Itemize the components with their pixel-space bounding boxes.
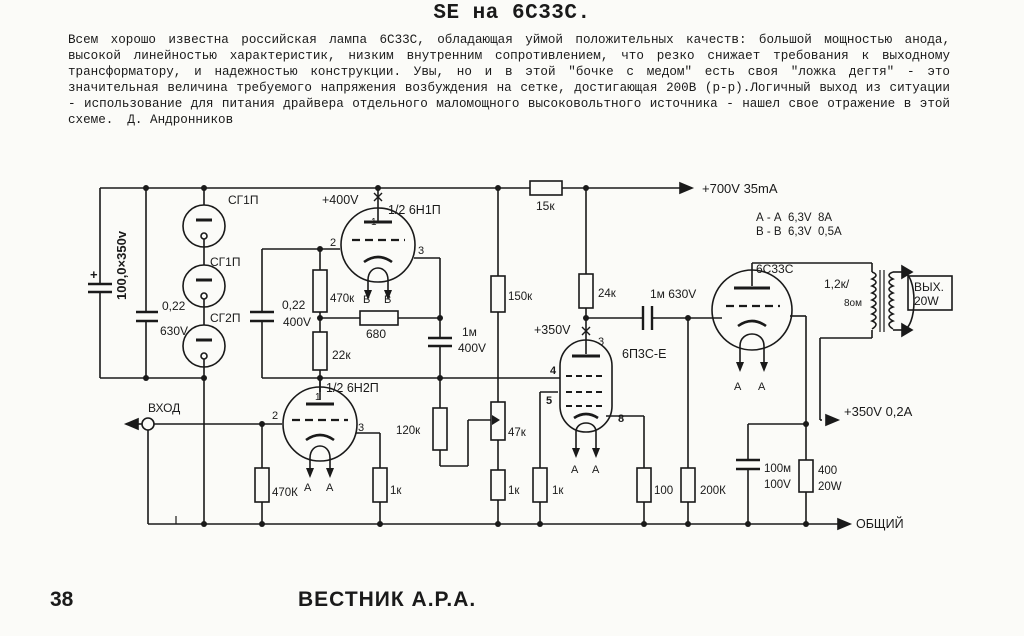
page-number: 38 (50, 588, 74, 611)
v1-label: 1/2 6Н1П (388, 203, 441, 217)
resistor-1k-pot (490, 469, 506, 501)
resistor-400 (798, 459, 814, 493)
heater-a2: А (326, 482, 334, 494)
resistors (254, 180, 814, 503)
resistor-100 (636, 467, 652, 503)
intro-text: Всем хорошо известна российская лампа 6С… (68, 33, 950, 127)
v2-pin-anode: 1 (315, 392, 321, 403)
r-24k-label: 24к (598, 288, 617, 300)
cap-1m-400-val: 1м (462, 325, 477, 339)
v3-pin-anode: 3 (598, 336, 604, 348)
v4-label: 6С33С (756, 262, 794, 276)
heater-b1: В (363, 294, 370, 306)
r-47k-label: 47к (508, 427, 527, 439)
v1-pin-grid: 2 (330, 237, 336, 249)
sg-mid-label: СГ1П (210, 255, 240, 269)
cap-1m-630-label: 1м 630V (650, 287, 696, 301)
rail-700-label: +700V 35mA (702, 181, 778, 196)
tube-v3 (559, 339, 613, 448)
resistor-120k (432, 407, 448, 451)
output-box (907, 275, 953, 311)
article-intro: Всем хорошо известна российская лампа 6С… (68, 32, 950, 128)
junctions (143, 185, 809, 527)
stabiliser-tubes (182, 196, 226, 378)
resistor-15k (529, 180, 563, 196)
sg-bot-label: СГ2П (210, 311, 240, 325)
input-label: ВХОД (148, 401, 180, 415)
r-22k-label: 22к (332, 348, 351, 362)
resistor-1k-v2 (372, 467, 388, 503)
v1-pin-cathode: 3 (418, 245, 424, 257)
resistor-150k (490, 275, 506, 313)
r-400-val: 400 (818, 465, 837, 477)
r-200k-label: 200К (700, 485, 726, 497)
r-1k-v3-label: 1к (552, 485, 564, 497)
r-100-label: 100 (654, 485, 673, 497)
resistor-24k (578, 273, 594, 309)
resistor-470k-bot (254, 467, 270, 503)
transformer-ratio: 1,2к/ (824, 277, 850, 291)
heater-b2: В (384, 294, 391, 306)
rail-350-label: +350V 0,2А (844, 404, 913, 419)
v2-label: 1/2 6Н2П (326, 381, 379, 395)
cap-022-mid-val: 0,22 (282, 298, 306, 312)
cap-supply-label: 100,0×350v (114, 230, 129, 300)
heater-a1: А (304, 482, 312, 494)
output-label-1: ВЫХ. (914, 280, 944, 294)
v3-supply: +350V (534, 323, 571, 337)
cross-marks (373, 192, 591, 336)
cap-100m-val: 100м (764, 463, 791, 475)
v1-pin-anode: 1 (371, 217, 377, 228)
heater-spec-2: В - В 6,3V 0,5А (756, 226, 842, 238)
resistor-1k-v3 (532, 467, 548, 503)
v2-pin-cathode: 3 (358, 422, 364, 434)
transformer-ohms: 8ом (844, 298, 862, 309)
output-transformer (870, 270, 895, 332)
capacitors (88, 282, 760, 471)
v2-pin-grid: 2 (272, 410, 278, 422)
ground-label: ОБЩИЙ (856, 516, 904, 531)
r-1k-v2-label: 1к (390, 485, 402, 497)
magazine-name: ВЕСТНИК А.Р.А. (298, 588, 477, 611)
resistor-200k (680, 467, 696, 503)
tube-v2 (282, 386, 358, 468)
schematic-labels: 100,0×350v + СГ1П СГ1П СГ2П 0,22 630V +4… (90, 181, 944, 531)
r-150k-label: 150к (508, 291, 533, 303)
r-470k-top-label: 470к (330, 293, 355, 305)
v3-pin-g1: 5 (546, 395, 552, 407)
heater-a4: А (592, 464, 600, 476)
r-15k-label: 15к (536, 199, 555, 213)
input-terminal (141, 417, 155, 431)
resistor-680 (359, 310, 399, 326)
r-400-w: 20W (818, 481, 842, 493)
resistor-470k-top (312, 269, 328, 313)
v1-supply: +400V (322, 193, 359, 207)
heater-a6: А (758, 381, 766, 393)
cap-1m-400-v: 400V (458, 341, 486, 355)
v3-label: 6П3С-Е (622, 347, 666, 361)
tube-v4 (711, 269, 793, 362)
heater-spec-1: А - А 6,3V 8А (756, 212, 832, 224)
article-title: SE на 6С33С. (433, 2, 591, 25)
r-120k-label: 120к (396, 425, 421, 437)
heater-a3: А (571, 464, 579, 476)
heater-a5: А (734, 381, 742, 393)
cap-022-left-v: 630V (160, 324, 188, 338)
cap-supply-plus: + (90, 267, 98, 282)
sg-top-label: СГ1П (228, 193, 258, 207)
cap-022-mid-v: 400V (283, 315, 311, 329)
resistor-22k (312, 331, 328, 371)
heater-arrows (306, 290, 768, 478)
cap-022-left-val: 0,22 (162, 299, 186, 313)
article-author: Д. Андронников (127, 113, 234, 127)
v3-pin-cathode: 8 (618, 413, 624, 425)
r-470k-bot-label: 470К (272, 487, 298, 499)
v3-pin-g2: 4 (550, 365, 557, 377)
r-1k-pot-label: 1к (508, 485, 520, 497)
r-680-label: 680 (366, 327, 386, 341)
cap-100m-v: 100V (764, 479, 791, 491)
output-label-2: 20W (914, 294, 939, 308)
tube-v1 (340, 202, 416, 290)
